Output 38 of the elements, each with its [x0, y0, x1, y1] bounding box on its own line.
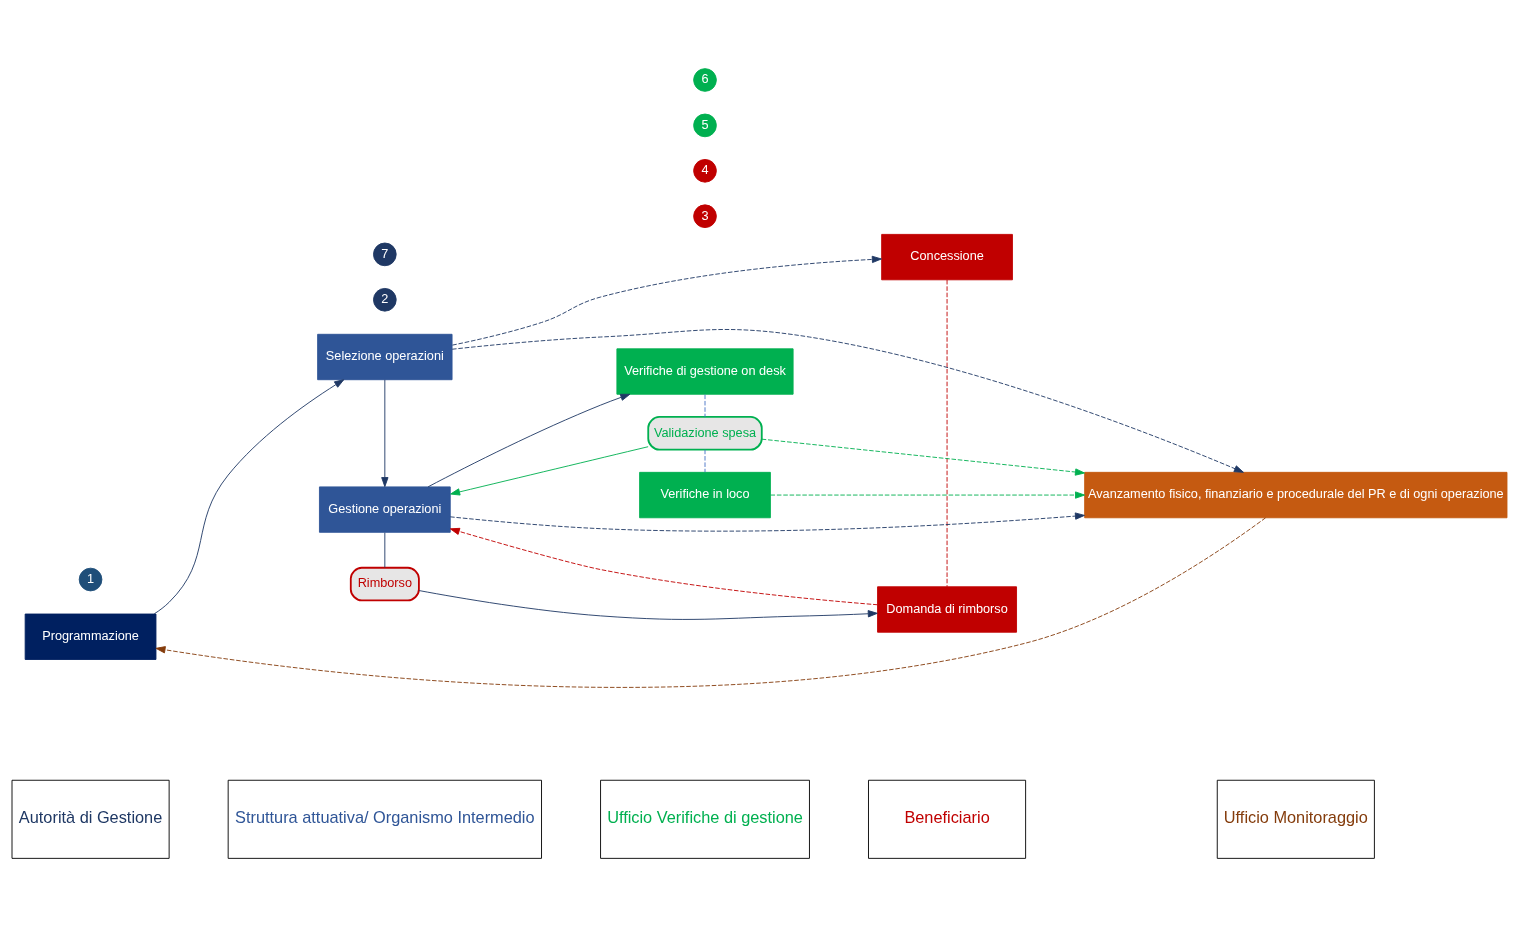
connector — [704, 448, 706, 473]
node-circle: 5 — [693, 113, 717, 137]
node-circle: 2 — [373, 287, 397, 312]
arrow — [427, 393, 631, 487]
connector — [946, 279, 948, 587]
node-circle: 3 — [693, 203, 717, 228]
arrow — [418, 589, 878, 620]
node-circle: 6 — [693, 67, 717, 92]
arrow — [450, 445, 649, 495]
node-box: Gestione operazioni — [319, 485, 451, 533]
arrow — [155, 516, 1266, 688]
node-box: Ufficio Monitoraggio — [1216, 779, 1375, 859]
node-box: Autorità di Gestione — [11, 779, 170, 859]
node-circle: 1 — [78, 567, 103, 591]
arrow — [761, 438, 1085, 476]
node-box: Avanzamento fisico, finanziario e procedurale del PR e di ogni operazione — [1084, 471, 1508, 518]
node-circle: 4 — [693, 158, 717, 183]
node-box: Verifiche in loco — [639, 471, 771, 518]
node-box: Struttura attuativa/ Organismo Intermedio — [227, 779, 542, 859]
arrow — [451, 255, 882, 346]
connector — [704, 393, 706, 417]
node-box: Domanda di rimborso — [877, 585, 1017, 633]
arrow — [449, 511, 1085, 532]
node-box: Selezione operazioni — [317, 333, 453, 380]
node-box: Validazione spesa — [647, 415, 763, 451]
arrow — [381, 378, 389, 487]
arrow — [153, 378, 345, 614]
node-box: Programmazione — [24, 613, 157, 660]
arrow — [449, 527, 878, 605]
arrow — [451, 328, 1244, 473]
node-box: Ufficio Verifiche di gestione — [600, 779, 810, 859]
node-box: Rimborso — [349, 566, 420, 601]
node-box: Concessione — [881, 233, 1013, 280]
connector — [384, 531, 386, 568]
arrow — [770, 490, 1086, 499]
node-box: Beneficiario — [868, 779, 1027, 859]
node-box: Verifiche di gestione on desk — [616, 347, 794, 395]
node-circle: 7 — [373, 242, 397, 266]
